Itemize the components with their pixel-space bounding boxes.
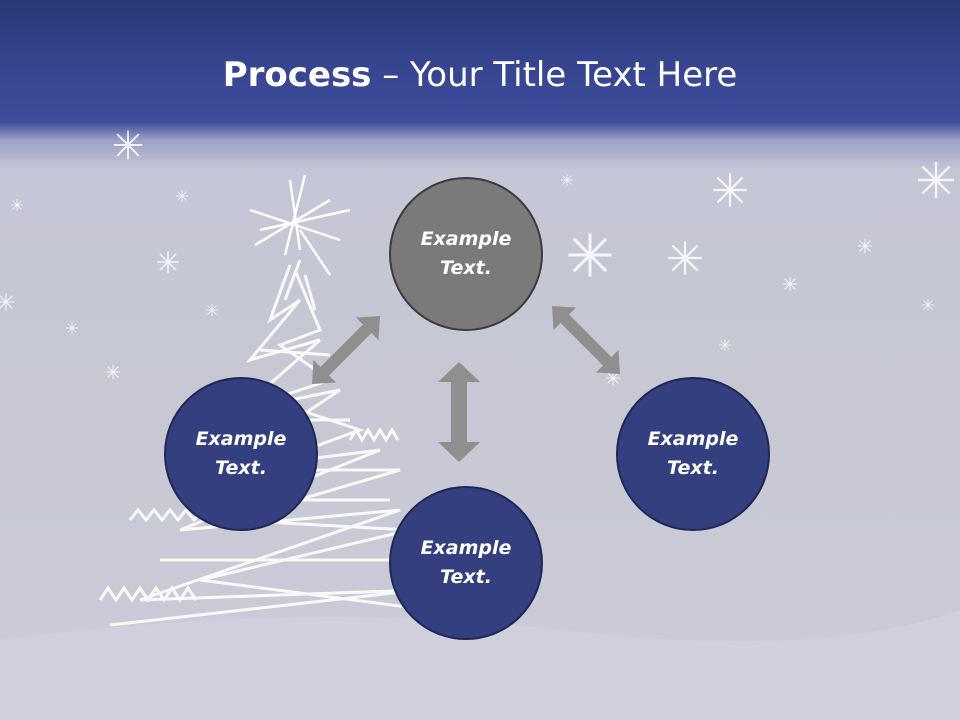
- node-label-line1: Example: [420, 228, 512, 250]
- node-label-line1: Example: [420, 537, 512, 559]
- node-label-line1: Example: [195, 428, 287, 450]
- node-label-line2: Text.: [667, 457, 719, 479]
- node-label-line2: Text.: [440, 257, 492, 279]
- node-label-line1: Example: [647, 428, 739, 450]
- process-node-top: Example Text.: [389, 177, 543, 331]
- slide-title: Process – Your Title Text Here: [0, 52, 960, 98]
- node-label-line2: Text.: [215, 457, 267, 479]
- tree-star-icon: [249, 174, 351, 276]
- double-arrow-left: [312, 316, 380, 384]
- title-bold: Process: [222, 55, 372, 95]
- node-label-line2: Text.: [440, 566, 492, 588]
- title-rest: – Your Title Text Here: [371, 55, 738, 95]
- double-arrow-right: [552, 306, 620, 374]
- process-node-left: Example Text.: [164, 377, 318, 531]
- double-arrow-vertical: [438, 362, 480, 462]
- process-node-right: Example Text.: [616, 377, 770, 531]
- process-node-bottom: Example Text.: [389, 486, 543, 640]
